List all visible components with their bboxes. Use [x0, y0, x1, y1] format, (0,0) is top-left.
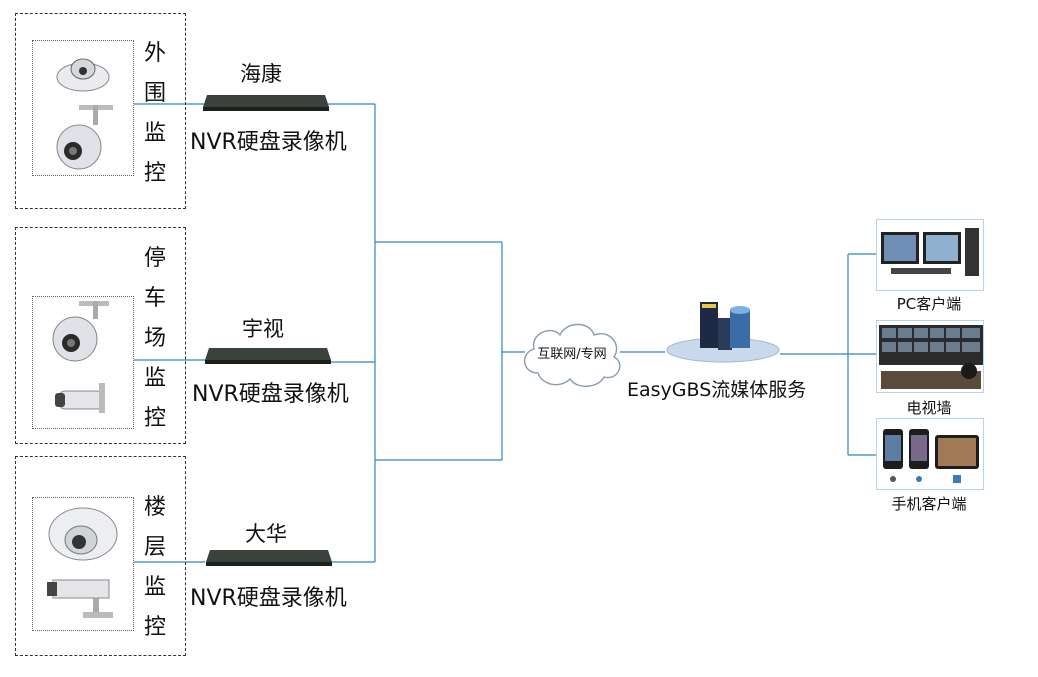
ptz-camera-icon	[52, 301, 109, 362]
zone-parking: 停 车 场 监 控	[15, 227, 186, 444]
client-label: 手机客户端	[891, 495, 967, 513]
network-label: 互联网/专网	[537, 347, 607, 362]
zone-perimeter: 外 围 监 控	[15, 13, 186, 209]
zone-label: 外 围 监 控	[143, 41, 166, 186]
client-mobile	[876, 418, 984, 490]
nvr-label: NVR硬盘录像机	[190, 586, 347, 611]
nvr-device-icon	[203, 95, 329, 111]
camera-group	[32, 296, 134, 429]
client-label: 电视墙	[906, 399, 952, 417]
nvr-brand: 宇视	[242, 317, 284, 341]
dome-camera-icon	[48, 507, 118, 561]
camera-group	[32, 497, 134, 631]
zone-floor: 楼 层 监 控	[15, 456, 186, 656]
server-icon	[666, 302, 780, 363]
dome-camera-icon	[56, 58, 110, 92]
client-pc	[876, 219, 984, 291]
client-tv-wall	[876, 320, 984, 393]
nvr-label: NVR硬盘录像机	[192, 382, 349, 407]
cloud-icon	[524, 323, 621, 387]
bullet-camera-icon	[55, 383, 105, 413]
zone-label: 停 车 场 监 控	[143, 246, 166, 431]
box-camera-icon	[47, 579, 113, 618]
nvr-device-icon	[206, 550, 332, 566]
mobile-devices-icon	[883, 429, 979, 483]
client-label: PC客户端	[896, 295, 962, 313]
pc-monitor-icon	[881, 228, 979, 276]
nvr-brand: 大华	[245, 522, 287, 546]
camera-group	[32, 40, 134, 176]
nvr-brand: 海康	[240, 62, 282, 86]
nvr-device-icon	[205, 348, 331, 364]
zone-label: 楼 层 监 控	[143, 495, 166, 640]
nvr-label: NVR硬盘录像机	[190, 130, 347, 155]
tv-wall-icon	[879, 325, 983, 389]
ptz-camera-icon	[56, 105, 113, 170]
server-label: EasyGBS流媒体服务	[627, 379, 807, 401]
